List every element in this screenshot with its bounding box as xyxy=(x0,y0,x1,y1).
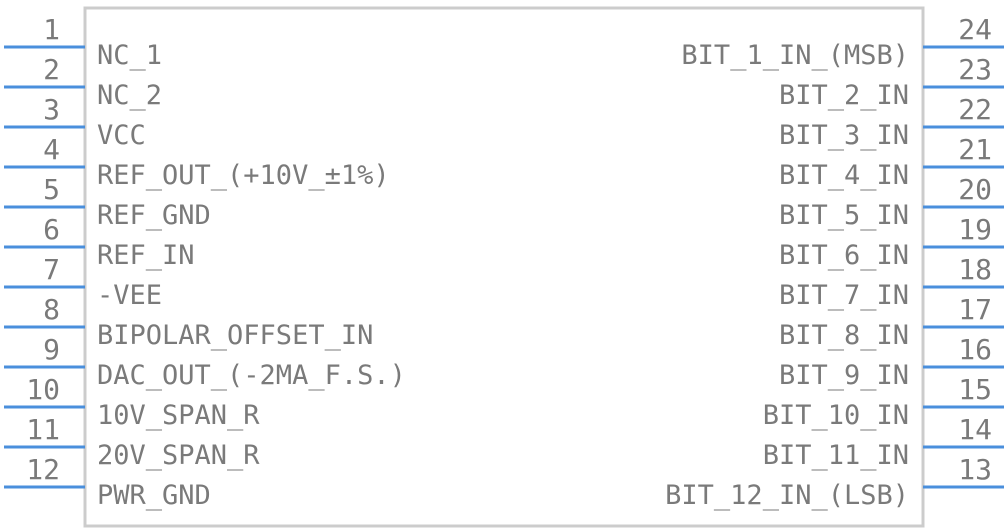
pin-3-label: VCC xyxy=(97,120,146,151)
pin-7-number: 7 xyxy=(43,253,60,286)
ic-body xyxy=(83,6,925,528)
pin-1-label: NC_1 xyxy=(97,40,162,71)
pin-7: 7 -VEE xyxy=(4,253,162,311)
pin-7-label: -VEE xyxy=(97,280,162,311)
pin-10-number: 10 xyxy=(26,373,60,406)
pin-12-number: 12 xyxy=(26,453,60,486)
pin-16-label: BIT_9_IN xyxy=(779,360,909,391)
pin-17-label: BIT_8_IN xyxy=(779,320,909,351)
pin-18-number: 18 xyxy=(958,253,992,286)
pin-15-number: 15 xyxy=(958,373,992,406)
pin-10: 10 10V_SPAN_R xyxy=(4,373,260,431)
pin-9-label: DAC_OUT_(-2MA_F.S.) xyxy=(97,360,406,391)
pin-8-number: 8 xyxy=(43,293,60,326)
pin-13-number: 13 xyxy=(958,453,992,486)
pin-11-number: 11 xyxy=(26,413,60,446)
pin-5-number: 5 xyxy=(43,173,60,206)
pin-12-label: PWR_GND xyxy=(97,480,211,511)
pin-20-number: 20 xyxy=(958,173,992,206)
pin-18-label: BIT_7_IN xyxy=(779,280,909,311)
pin-11-label: 20V_SPAN_R xyxy=(97,440,260,471)
pin-3-number: 3 xyxy=(43,93,60,126)
pin-23-number: 23 xyxy=(958,53,992,86)
pin-4-label: REF_OUT_(+10V_±1%) xyxy=(97,160,390,191)
pin-13-label: BIT_12_IN_(LSB) xyxy=(665,480,909,511)
pin-22-label: BIT_3_IN xyxy=(779,120,909,151)
pin-15-label: BIT_10_IN xyxy=(763,400,909,431)
pin-10-label: 10V_SPAN_R xyxy=(97,400,260,431)
pin-2: 2NC_2 xyxy=(4,53,162,111)
pin-22-number: 22 xyxy=(958,93,992,126)
pin-6-number: 6 xyxy=(43,213,60,246)
left-pin-group: 1NC_12NC_23VCC4REF_OUT_(+10V_±1%)5REF_GN… xyxy=(4,13,406,511)
pin-21-label: BIT_4_IN xyxy=(779,160,909,191)
pin-23-label: BIT_2_IN xyxy=(779,80,909,111)
pin-1-number: 1 xyxy=(43,13,60,46)
pin-2-label: NC_2 xyxy=(97,80,162,111)
pin-8-label: BIPOLAR_OFFSET_IN xyxy=(97,320,373,351)
pin-4-number: 4 xyxy=(43,133,60,166)
pin-24-label: BIT_1_IN_(MSB) xyxy=(681,40,909,71)
pin-24-number: 24 xyxy=(958,13,992,46)
pin-17-number: 17 xyxy=(958,293,992,326)
pin-9-number: 9 xyxy=(43,333,60,366)
pin-21-number: 21 xyxy=(958,133,992,166)
pin-16-number: 16 xyxy=(958,333,992,366)
pin-2-number: 2 xyxy=(43,53,60,86)
pin-11: 11 20V_SPAN_R xyxy=(4,413,260,471)
pin-5-label: REF_GND xyxy=(97,200,211,231)
pin-1: 1NC_1 xyxy=(4,13,162,71)
pin-6-label: REF_IN xyxy=(97,240,195,271)
pin-14-label: BIT_11_IN xyxy=(763,440,909,471)
pin-20-label: BIT_5_IN xyxy=(779,200,909,231)
pin-19-label: BIT_6_IN xyxy=(779,240,909,271)
pin-14-number: 14 xyxy=(958,413,992,446)
pin-19-number: 19 xyxy=(958,213,992,246)
